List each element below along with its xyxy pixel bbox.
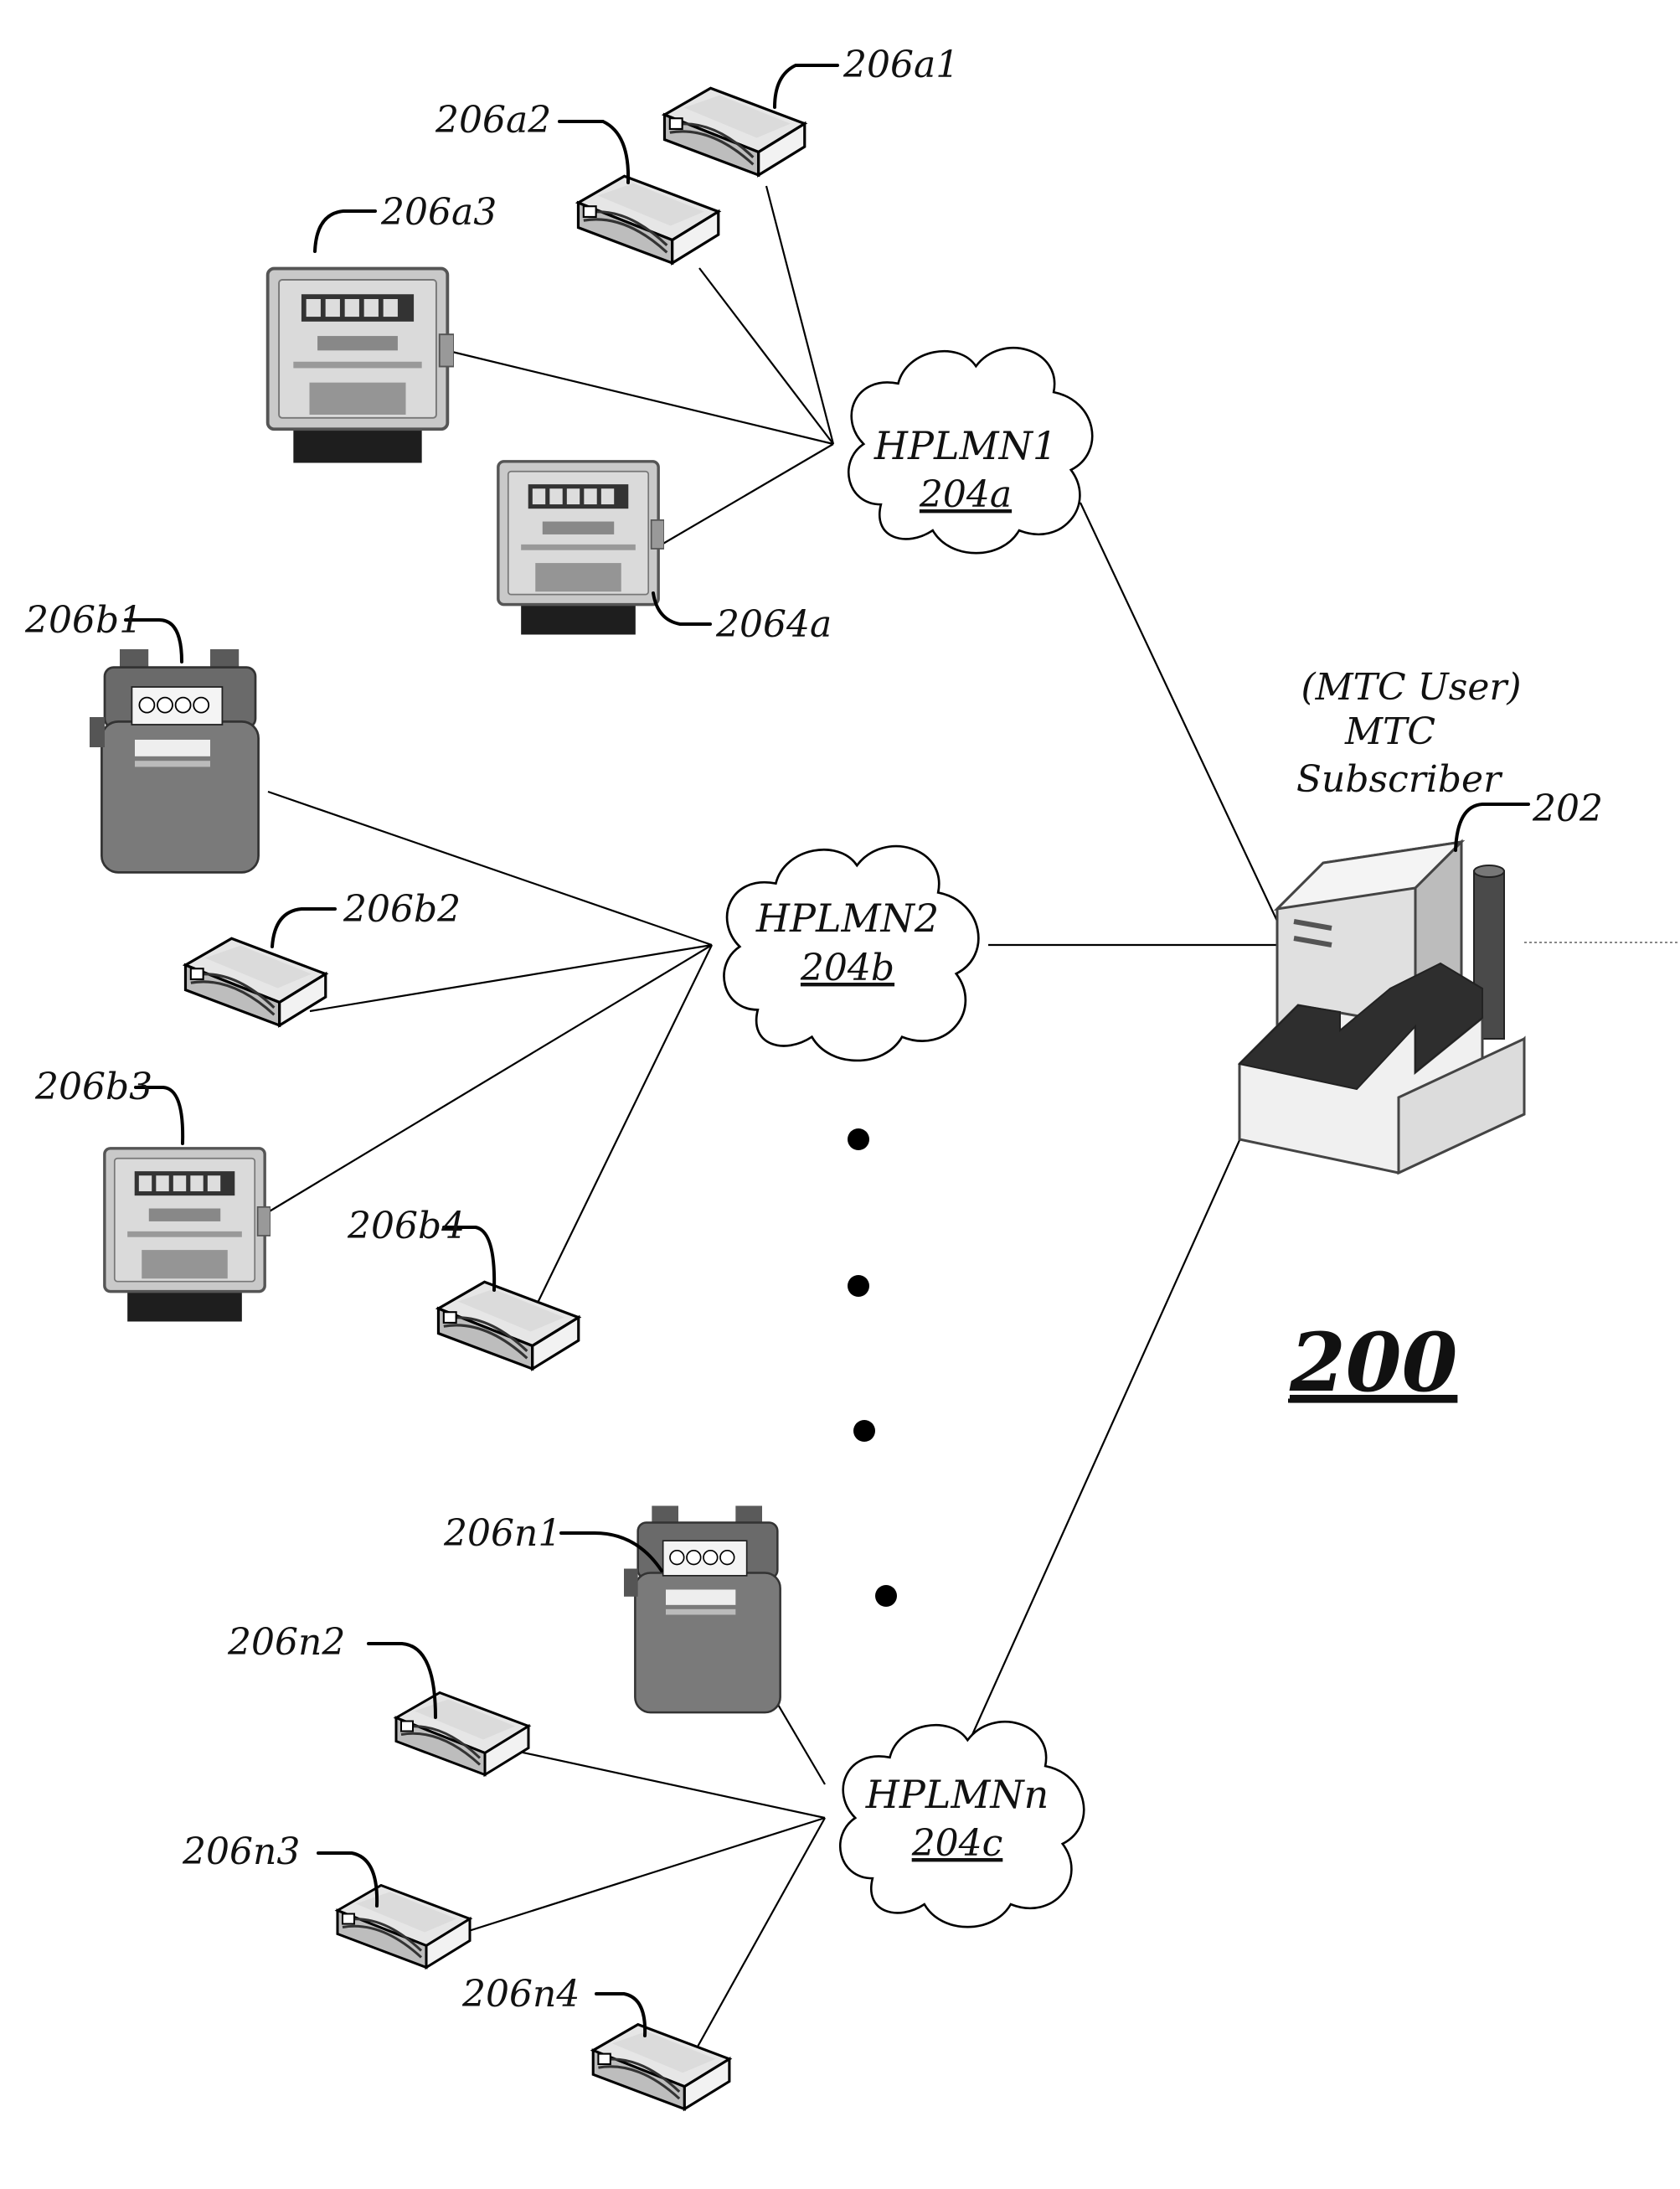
leader-206a2 xyxy=(559,121,628,183)
link-b3 xyxy=(264,945,712,1215)
link-a4 xyxy=(662,444,833,545)
label-206a3: 206a3 xyxy=(380,191,497,234)
hplmnn-ref: 204c xyxy=(911,1822,1003,1865)
figure-number: 200 xyxy=(1289,1315,1457,1410)
device-206n4-modem-icon xyxy=(593,2025,729,2109)
device-206n2-modem-icon xyxy=(396,1693,528,1775)
label-206n3: 206n3 xyxy=(182,1830,300,1873)
label-206n4: 206n4 xyxy=(461,1973,580,2016)
device-206b3-meter-icon xyxy=(105,1149,271,1322)
leader-2064a xyxy=(653,593,710,624)
link-a3 xyxy=(452,352,833,444)
device-206b4-modem-icon xyxy=(438,1282,578,1369)
link-a2 xyxy=(699,268,833,444)
leader-206a1 xyxy=(775,65,837,107)
mtc-subscriber-icon xyxy=(1239,842,1524,1173)
link-b2 xyxy=(310,945,712,1011)
leader-202 xyxy=(1456,804,1528,850)
link-hplmn1-subscriber xyxy=(1080,503,1281,930)
link-b4 xyxy=(538,945,712,1303)
link-n2 xyxy=(496,1747,825,1818)
device-206n1-gas-meter-icon xyxy=(624,1506,781,1713)
subscriber-line3: Subscriber xyxy=(1296,758,1503,801)
label-206n2: 206n2 xyxy=(227,1621,345,1664)
device-206a2-modem-icon xyxy=(578,176,718,263)
label-206a2: 206a2 xyxy=(435,99,551,142)
label-2064a: 2064a xyxy=(715,603,832,646)
device-206a1-modem-icon xyxy=(664,88,804,175)
link-hplmnn-subscriber xyxy=(963,1047,1281,1755)
hplmn2-ref: 204b xyxy=(800,947,894,989)
device-2064a-meter-icon xyxy=(498,462,664,635)
cloud-hplmn2: HPLMN2 204b xyxy=(724,846,978,1061)
label-206n1: 206n1 xyxy=(443,1512,561,1555)
subscriber-line2: MTC xyxy=(1344,710,1435,753)
label-206b1: 206b1 xyxy=(24,599,142,642)
link-b1 xyxy=(268,792,712,945)
device-206n3-modem-icon xyxy=(338,1886,470,1968)
ellipsis-dots xyxy=(848,1128,897,1607)
link-a1 xyxy=(766,186,833,444)
label-206b2: 206b2 xyxy=(343,888,461,931)
leader-206a3 xyxy=(315,211,375,251)
label-206a1: 206a1 xyxy=(843,44,959,86)
cloud-hplmnn: HPLMNn 204c xyxy=(840,1722,1084,1927)
device-206b1-gas-meter-icon xyxy=(90,649,259,872)
subscriber-line1: (MTC User) xyxy=(1301,666,1521,709)
label-206b4: 206b4 xyxy=(347,1205,465,1247)
hplmn2-name: HPLMN2 xyxy=(755,896,939,941)
leader-206b2 xyxy=(272,909,335,947)
hplmn1-name: HPLMN1 xyxy=(873,423,1057,468)
subscriber-ref: 202 xyxy=(1532,787,1603,830)
device-206b2-modem-icon xyxy=(185,938,325,1025)
label-206b3: 206b3 xyxy=(34,1066,152,1108)
hplmn1-ref: 204a xyxy=(919,473,1012,516)
cloud-hplmn1: HPLMN1 204a xyxy=(848,348,1092,553)
hplmnn-name: HPLMNn xyxy=(865,1772,1049,1817)
device-206a3-meter-icon xyxy=(268,269,454,463)
